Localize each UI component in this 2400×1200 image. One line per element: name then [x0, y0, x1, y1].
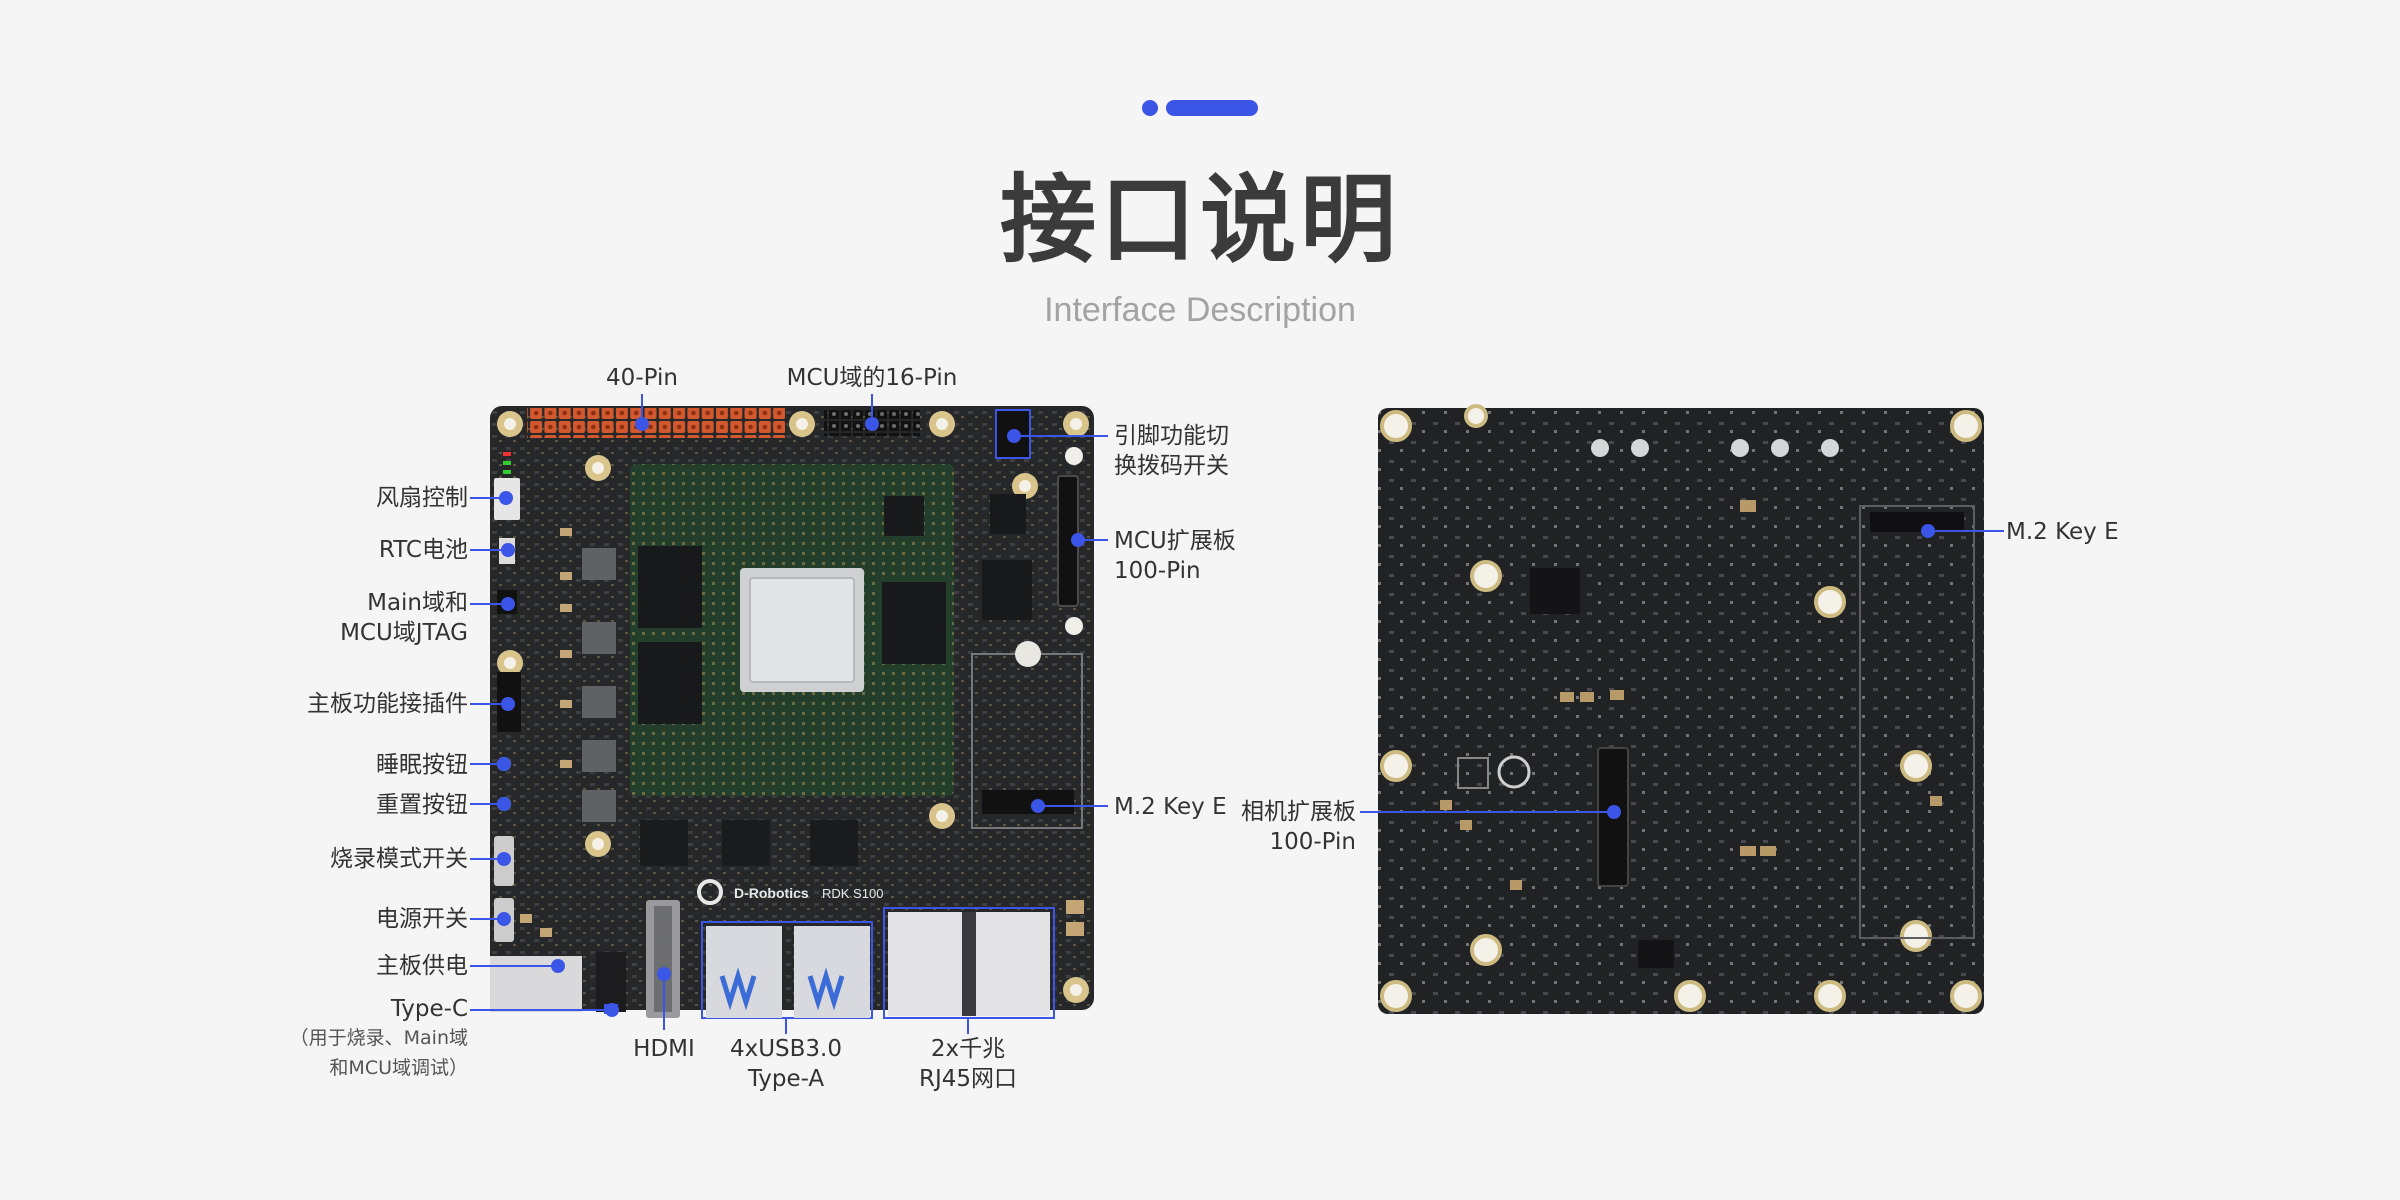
label-mcu-ext-line1: MCU扩展板: [1114, 528, 1236, 554]
label-typec-note2: 和MCU域调试）: [329, 1057, 468, 1079]
typec-port: [596, 952, 626, 1012]
board-brand-text: D-Robotics: [734, 885, 809, 901]
label-camera-ext-line1: 相机扩展板: [1241, 799, 1356, 825]
label-board-power: 主板供电: [376, 953, 468, 979]
label-eth-line1: 2x千兆: [930, 1036, 1006, 1062]
label-usb-line1: 4xUSB3.0: [729, 1036, 843, 1062]
header-40pin: [527, 408, 785, 438]
mounting-holes: [497, 411, 1089, 1003]
label-usb-line2: Type-A: [747, 1066, 825, 1092]
label-m2-keye-front: M.2 Key E: [1114, 794, 1227, 820]
label-sleep-button: 睡眠按钮: [376, 752, 468, 778]
label-camera-ext-line2: 100-Pin: [1269, 829, 1356, 855]
label-mcu-16pin: MCU域的16-Pin: [786, 365, 958, 391]
label-jtag-line2: MCU域JTAG: [340, 620, 468, 646]
label-power-switch: 电源开关: [376, 906, 468, 932]
label-40pin: 40-Pin: [606, 365, 678, 391]
label-dip-line1: 引脚功能切: [1114, 423, 1229, 449]
label-typec-note1: （用于烧录、Main域: [289, 1027, 468, 1049]
label-jtag-line1: Main域和: [367, 590, 468, 616]
board-model-text: RDK S100: [822, 886, 883, 901]
label-eth-line2: RJ45网口: [918, 1066, 1018, 1092]
label-reset-button: 重置按钮: [376, 792, 468, 818]
page-title: 接口说明: [1000, 164, 1400, 276]
m2-keye-slot-back: [1859, 505, 1975, 939]
decor-bar: [1166, 100, 1258, 116]
label-rtc-battery: RTC电池: [378, 537, 468, 563]
decor-dot: [1142, 100, 1158, 116]
label-mcu-ext-line2: 100-Pin: [1114, 558, 1201, 584]
label-hdmi: HDMI: [633, 1036, 695, 1062]
label-function-connector: 主板功能接插件: [307, 691, 468, 717]
label-typec: Type-C: [390, 996, 468, 1022]
label-fan-control: 风扇控制: [376, 485, 468, 511]
label-dip-line2: 换拨码开关: [1114, 453, 1229, 479]
label-flash-mode-switch: 烧录模式开关: [330, 846, 468, 872]
label-m2-keye-back: M.2 Key E: [2006, 519, 2119, 545]
page-subtitle: Interface Description: [1044, 291, 1356, 329]
